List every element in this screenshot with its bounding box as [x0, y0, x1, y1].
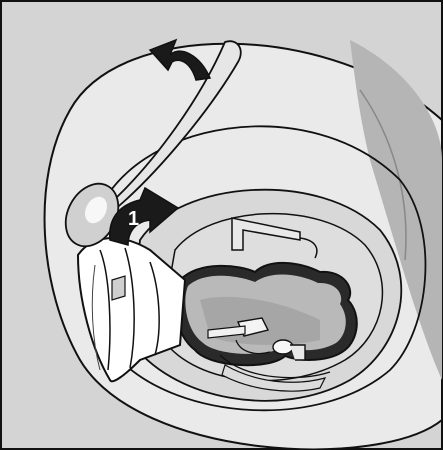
lever-icon — [207, 317, 331, 392]
spoon-icon — [64, 40, 242, 248]
step-1-arrow-icon: 1 — [109, 186, 180, 246]
step-1-label: 1 — [128, 208, 139, 230]
curved-arrow-icon — [148, 38, 212, 81]
filter-opening — [174, 261, 358, 367]
